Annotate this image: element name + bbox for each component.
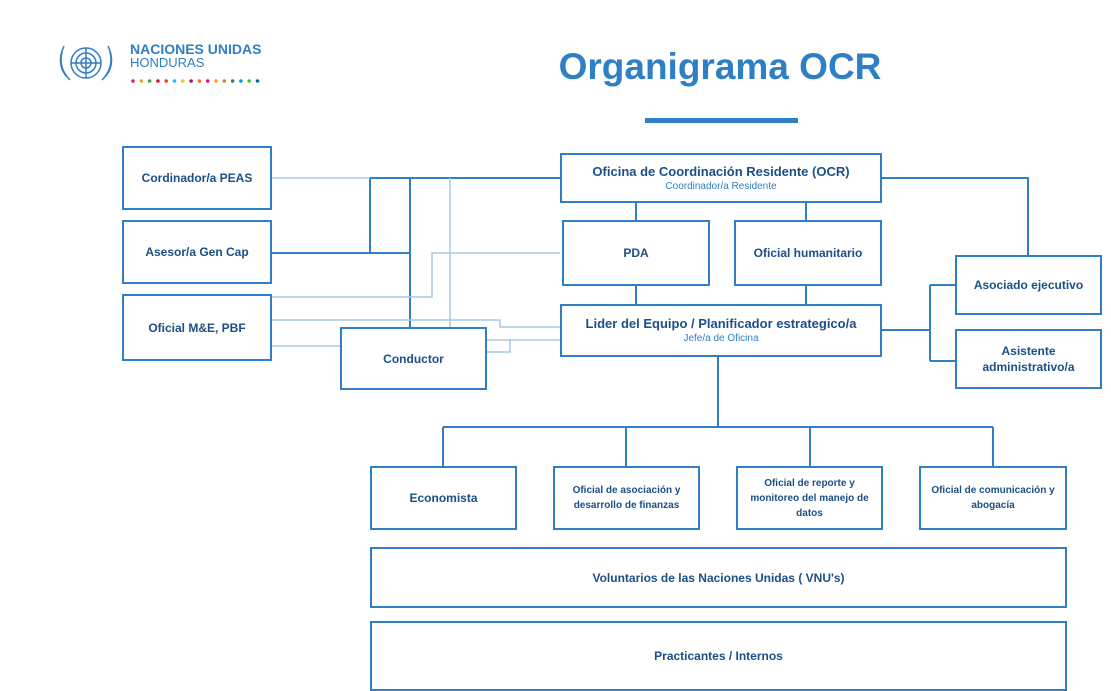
peas-label: Cordinador/a PEAS xyxy=(141,171,253,185)
practicantes-label: Practicantes / Internos xyxy=(654,649,783,663)
sdg-dot xyxy=(172,79,177,83)
asistente-label: Asistente administrativo/a xyxy=(982,344,1075,374)
sdg-dot xyxy=(164,79,168,83)
vnu-label: Voluntarios de las Naciones Unidas ( VNU… xyxy=(592,570,845,585)
sdg-dot xyxy=(255,79,260,83)
lider-subtitle: Jefe/a de Oficina xyxy=(683,333,759,344)
box-comunicacion: Oficial de comunicación y abogacía xyxy=(919,466,1067,530)
connector-lines xyxy=(272,177,1029,466)
economista-label: Economista xyxy=(409,491,478,505)
conductor-label: Conductor xyxy=(383,351,444,366)
sdg-dot xyxy=(139,79,144,83)
box-peas: Cordinador/a PEAS xyxy=(122,146,272,210)
primary-connectors xyxy=(272,177,1029,466)
reporte-label: Oficial de reporte y monitoreo del manej… xyxy=(750,477,869,519)
sdg-dot xyxy=(205,79,210,83)
sdg-dot xyxy=(156,79,160,83)
sdg-dot xyxy=(181,79,185,83)
box-pda: PDA xyxy=(562,220,710,286)
ocr-subtitle: Coordinador/a Residente xyxy=(665,180,777,192)
box-mepbf: Oficial M&E, PBF xyxy=(122,294,272,361)
box-asociacion: Oficial de asociación y desarrollo de fi… xyxy=(553,466,700,530)
sdg-dot xyxy=(147,79,152,83)
box-humanitario: Oficial humanitario xyxy=(734,220,882,286)
secondary-connectors xyxy=(272,177,560,363)
sdg-dot xyxy=(239,79,243,83)
box-asistente: Asistente administrativo/a xyxy=(955,329,1102,389)
sdg-dot xyxy=(131,79,135,83)
org-country: HONDURAS xyxy=(130,55,205,70)
sdg-dot xyxy=(230,79,235,83)
sdg-dot xyxy=(189,79,193,83)
box-ocr: Oficina de Coordinación Residente (OCR) … xyxy=(560,153,882,203)
sdg-dot xyxy=(214,79,218,83)
box-gencap: Asesor/a Gen Cap xyxy=(122,220,272,284)
sdg-dot xyxy=(197,79,202,83)
comunicacion-label: Oficial de comunicación y abogacía xyxy=(931,485,1055,511)
box-asociado: Asociado ejecutivo xyxy=(955,255,1102,315)
ocr-title: Oficina de Coordinación Residente (OCR) xyxy=(592,163,850,179)
title-underline xyxy=(645,118,798,123)
org-name: NACIONES UNIDAS xyxy=(130,41,262,57)
mepbf-label: Oficial M&E, PBF xyxy=(148,320,246,335)
box-economista: Economista xyxy=(370,466,517,530)
pda-label: PDA xyxy=(623,246,649,260)
box-reporte: Oficial de reporte y monitoreo del manej… xyxy=(736,466,883,530)
lider-title: Lider del Equipo / Planificador estrateg… xyxy=(585,316,857,331)
box-conductor: Conductor xyxy=(340,327,487,390)
box-lider: Lider del Equipo / Planificador estrateg… xyxy=(560,304,882,357)
sdg-color-dots xyxy=(131,79,260,83)
gencap-label: Asesor/a Gen Cap xyxy=(145,245,249,259)
box-vnu: Voluntarios de las Naciones Unidas ( VNU… xyxy=(370,547,1067,608)
sdg-dot xyxy=(247,79,251,83)
page-title: Organigrama OCR xyxy=(558,46,882,87)
asociado-label: Asociado ejecutivo xyxy=(973,278,1084,292)
box-practicantes: Practicantes / Internos xyxy=(370,621,1067,691)
asociacion-label: Oficial de asociación y desarrollo de fi… xyxy=(572,485,681,511)
sdg-dot xyxy=(222,79,227,83)
humanitario-label: Oficial humanitario xyxy=(753,246,863,260)
un-emblem-icon xyxy=(59,45,113,81)
